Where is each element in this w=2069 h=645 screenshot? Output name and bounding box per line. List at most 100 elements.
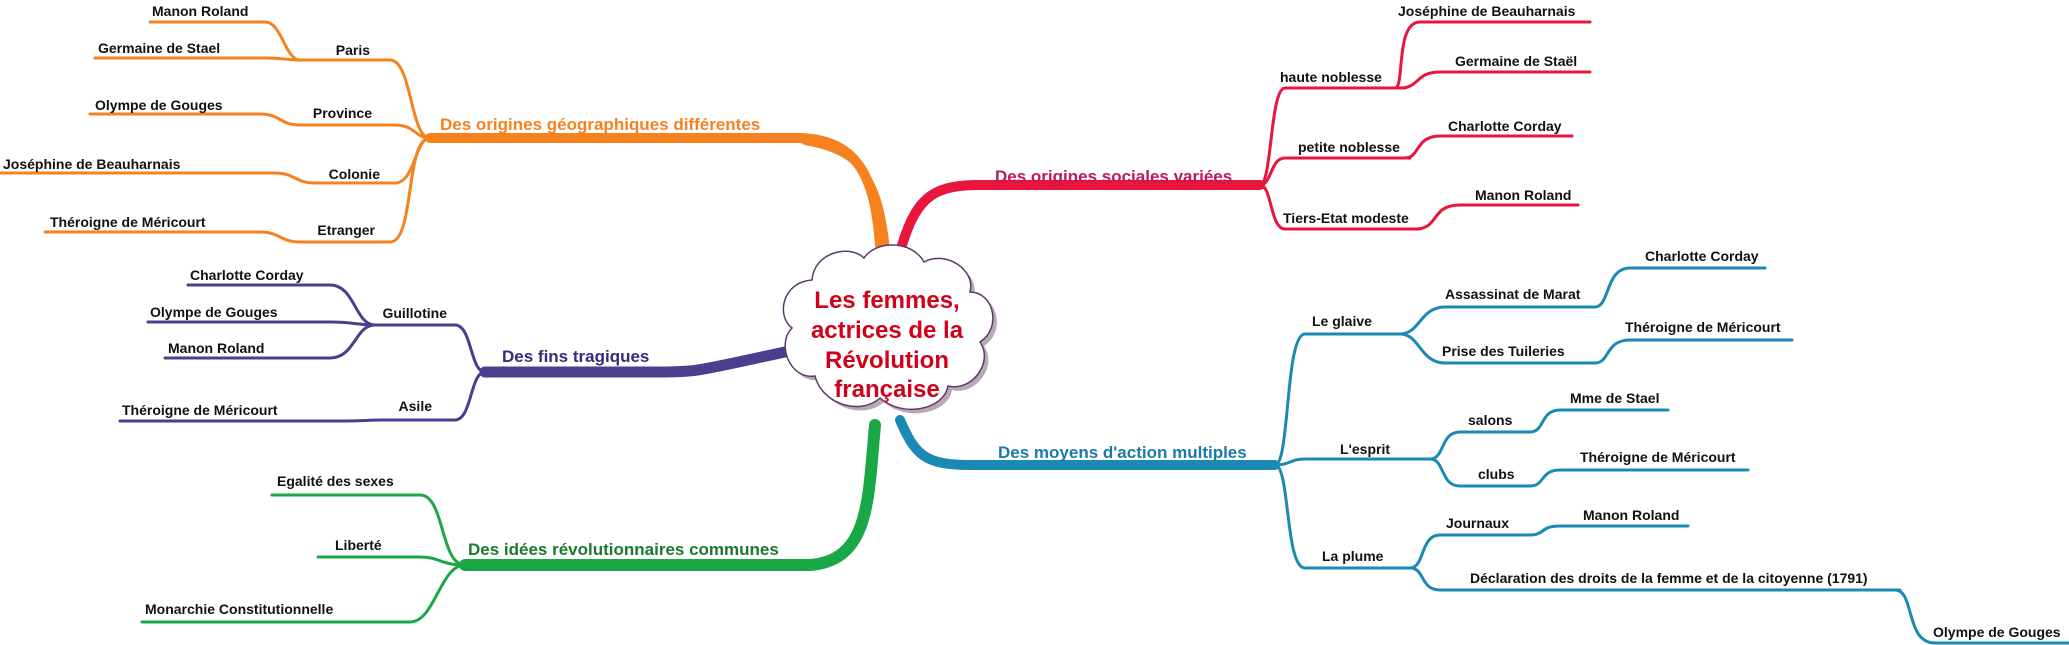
moyens-clubs-leaf-theroigne: Théroigne de Méricourt xyxy=(1580,449,1736,465)
moyens-trunk xyxy=(895,415,1280,470)
moyens-journaux-label: Journaux xyxy=(1446,515,1509,531)
social-trunk xyxy=(895,180,1265,257)
central-title-line-1: Les femmes, xyxy=(814,287,959,314)
geo-paris-label: Paris xyxy=(336,42,370,58)
social-tiers-leaf-roland: Manon Roland xyxy=(1475,187,1571,203)
geo-colonie-label: Colonie xyxy=(329,166,381,182)
moyens-link-plume-declaration xyxy=(1408,566,1902,592)
fins-connector-asile xyxy=(383,370,487,422)
idees-connector-monarchie xyxy=(140,563,467,624)
geo-trunk-fill xyxy=(802,139,890,253)
moyens-tuileries-label: Prise des Tuileries xyxy=(1442,343,1565,359)
geo-province-label: Province xyxy=(313,105,372,121)
central-title-line-4: française xyxy=(834,376,939,403)
geo-link-province-gouges xyxy=(88,112,302,127)
moyens-plume-label: La plume xyxy=(1322,548,1384,564)
moyens-connector-glaive xyxy=(1273,332,1404,467)
geo-link-colonie-josephine xyxy=(0,171,317,185)
idees-item-monarchie: Monarchie Constitutionnelle xyxy=(145,601,333,617)
central-topic: Les femmes, actrices de la Révolution fr… xyxy=(782,244,997,414)
geo-link-paris-stael xyxy=(93,56,302,62)
social-connector-petite xyxy=(1258,156,1412,187)
geo-connector-province xyxy=(298,123,432,140)
fins-guillotine-label: Guillotine xyxy=(382,305,447,321)
moyens-declaration-label: Déclaration des droits de la femme et de… xyxy=(1470,570,1868,586)
moyens-link-glaive-tuileries xyxy=(1398,332,1597,365)
branch-label-fins: Des fins tragiques xyxy=(502,347,649,366)
moyens-link-esprit-salons xyxy=(1428,430,1532,461)
central-cloud xyxy=(782,244,994,411)
moyens-link-journaux-roland xyxy=(1528,524,1690,537)
social-haute-label: haute noblesse xyxy=(1280,69,1382,85)
moyens-clubs-label: clubs xyxy=(1478,466,1515,482)
social-haute-leaf-stael: Germaine de Staël xyxy=(1455,53,1577,69)
moyens-esprit-label: L'esprit xyxy=(1340,441,1390,457)
moyens-assassinat-label: Assassinat de Marat xyxy=(1445,286,1581,302)
fins-trunk xyxy=(479,346,791,378)
moyens-connector-esprit xyxy=(1273,457,1432,467)
idees-connector-egalite xyxy=(270,493,467,567)
branch-label-geo: Des origines géographiques différentes xyxy=(440,115,760,134)
moyens-link-plume-journaux xyxy=(1408,533,1532,570)
branch-label-idees: Des idées révolutionnaires communes xyxy=(468,540,779,559)
branch-social xyxy=(895,20,1592,257)
geo-etranger-label: Etranger xyxy=(317,222,375,238)
fins-connector-guillotine xyxy=(373,323,487,374)
moyens-link-glaive-assassinat xyxy=(1398,305,1597,336)
moyens-declaration-leaf-gouges: Olympe de Gouges xyxy=(1933,624,2061,640)
moyens-link-clubs-theroigne xyxy=(1528,468,1750,488)
moyens-link-tuileries-theroigne xyxy=(1593,338,1794,365)
fins-guillotine-leaf-gouges: Olympe de Gouges xyxy=(150,304,278,320)
idees-connector-liberte xyxy=(316,555,467,567)
branch-moyens xyxy=(895,266,2069,645)
social-connector-haute xyxy=(1258,86,1407,187)
geo-connector-etranger xyxy=(298,136,432,244)
central-title-line-2: actrices de la xyxy=(811,317,964,344)
branch-geo xyxy=(0,20,890,253)
geo-trunk xyxy=(425,133,885,250)
fins-asile-leaf-theroigne: Théroigne de Méricourt xyxy=(122,402,278,418)
branch-idees xyxy=(140,419,881,624)
fins-asile-label: Asile xyxy=(399,398,433,414)
geo-paris-leaf-stael: Germaine de Stael xyxy=(98,40,220,56)
social-petite-label: petite noblesse xyxy=(1298,139,1400,155)
social-connector-tiers xyxy=(1258,183,1422,231)
branch-label-moyens: Des moyens d'action multiples xyxy=(998,443,1247,462)
moyens-glaive-label: Le glaive xyxy=(1312,313,1372,329)
moyens-link-assassinat-corday xyxy=(1593,266,1767,309)
social-link-haute-josephine xyxy=(1393,20,1592,90)
geo-province-leaf-gouges: Olympe de Gouges xyxy=(95,97,223,113)
social-link-petite-corday xyxy=(1403,134,1574,160)
central-title-line-3: Révolution xyxy=(825,347,949,374)
geo-paris-leaf-roland: Manon Roland xyxy=(152,3,248,19)
idees-item-liberte: Liberté xyxy=(335,537,382,553)
idees-item-egalite: Egalité des sexes xyxy=(277,473,394,489)
moyens-salons-leaf-stael: Mme de Stael xyxy=(1570,390,1659,406)
fins-guillotine-leaf-corday: Charlotte Corday xyxy=(190,267,304,283)
social-tiers-label: Tiers-Etat modeste xyxy=(1283,210,1409,226)
moyens-assassinat-leaf-corday: Charlotte Corday xyxy=(1645,248,1759,264)
moyens-link-declaration-gouges xyxy=(1893,588,2069,645)
moyens-tuileries-leaf-theroigne: Théroigne de Méricourt xyxy=(1625,319,1781,335)
geo-connector-paris xyxy=(293,58,432,140)
fins-link-guillotine-roland xyxy=(163,323,377,360)
moyens-journaux-leaf-roland: Manon Roland xyxy=(1583,507,1679,523)
fins-guillotine-leaf-roland: Manon Roland xyxy=(168,340,264,356)
idees-trunk xyxy=(459,419,881,571)
fins-link-guillotine-gouges xyxy=(146,320,377,327)
social-haute-leaf-josephine: Joséphine de Beauharnais xyxy=(1398,3,1576,19)
moyens-connector-plume xyxy=(1273,463,1412,570)
moyens-salons-label: salons xyxy=(1468,412,1513,428)
social-link-tiers-roland xyxy=(1413,203,1580,231)
fins-link-asile-theroigne xyxy=(118,418,387,423)
branch-fins xyxy=(118,283,791,423)
moyens-link-esprit-clubs xyxy=(1428,457,1532,488)
geo-etranger-leaf-theroigne: Théroigne de Méricourt xyxy=(50,214,206,230)
moyens-link-salons-stael xyxy=(1528,408,1670,434)
geo-colonie-leaf-josephine: Joséphine de Beauharnais xyxy=(3,156,181,172)
social-link-haute-stael xyxy=(1398,70,1592,90)
social-petite-leaf-corday: Charlotte Corday xyxy=(1448,118,1562,134)
branch-label-social: Des origines sociales variées xyxy=(995,167,1232,186)
geo-link-etranger-theroigne xyxy=(43,230,302,244)
